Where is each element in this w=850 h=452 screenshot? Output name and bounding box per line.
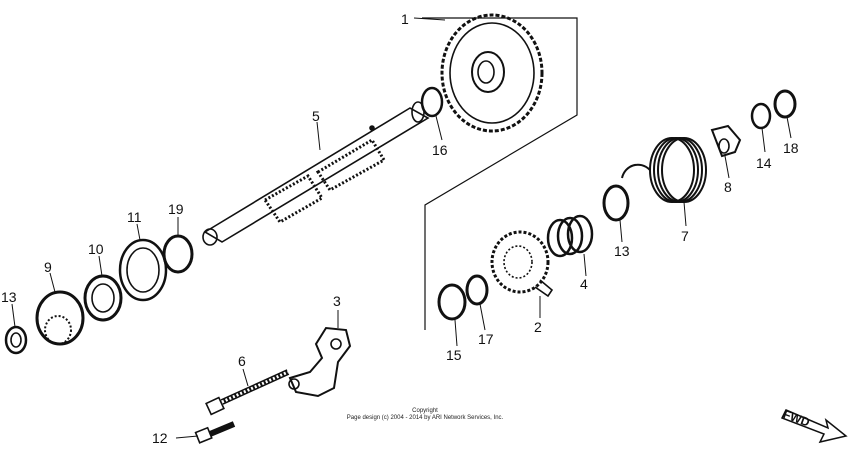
callout-3: 3 <box>333 293 341 309</box>
circlip-part-16 <box>420 86 444 118</box>
circlip-part-19 <box>162 234 194 274</box>
callout-7: 7 <box>681 228 689 244</box>
callout-12: 12 <box>152 430 168 446</box>
ratchet-part-2 <box>490 230 554 298</box>
callout-13-left: 13 <box>1 289 17 305</box>
washer-part-15 <box>437 283 467 321</box>
callout-6: 6 <box>238 353 246 369</box>
callout-18: 18 <box>783 140 799 156</box>
callout-11: 11 <box>127 209 142 225</box>
callout-14: 14 <box>756 155 772 171</box>
callout-13-right: 13 <box>614 243 630 259</box>
callout-1: 1 <box>401 11 409 27</box>
callout-4: 4 <box>580 276 588 292</box>
callout-9: 9 <box>44 259 52 275</box>
washer-part-13-right <box>602 184 630 222</box>
callout-5: 5 <box>312 108 320 124</box>
guide-part-9 <box>35 290 85 346</box>
group-frame <box>422 17 578 330</box>
callout-16: 16 <box>432 142 448 158</box>
callout-19: 19 <box>168 201 184 217</box>
washer-part-11 <box>118 238 168 302</box>
callout-17: 17 <box>478 331 494 347</box>
callout-2: 2 <box>534 319 542 335</box>
copyright-line-1: Copyright <box>412 408 438 414</box>
bolt-part-6 <box>205 369 290 416</box>
callout-10: 10 <box>88 241 104 257</box>
washer-part-13-left <box>4 325 28 355</box>
circlip-part-18 <box>773 89 797 119</box>
gear-part-1 <box>440 13 544 133</box>
spring-seat-part-8 <box>710 124 742 158</box>
callout-8: 8 <box>724 179 732 195</box>
stopper-plate-part-3 <box>288 326 352 398</box>
copyright-notice: Copyright Page design (c) 2004 - 2014 by… <box>0 408 850 422</box>
bushing-part-10 <box>83 274 123 322</box>
bolt-part-12 <box>194 421 236 444</box>
spindle-part-5 <box>202 101 430 246</box>
copyright-line-2: Page design (c) 2004 - 2014 by ARI Netwo… <box>346 415 504 421</box>
callout-15: 15 <box>446 347 462 363</box>
spring-part-4 <box>546 214 594 258</box>
washer-part-14 <box>750 102 772 130</box>
return-spring-part-7 <box>621 137 707 203</box>
circlip-part-17 <box>465 274 489 306</box>
fwd-arrow-icon <box>780 409 848 444</box>
